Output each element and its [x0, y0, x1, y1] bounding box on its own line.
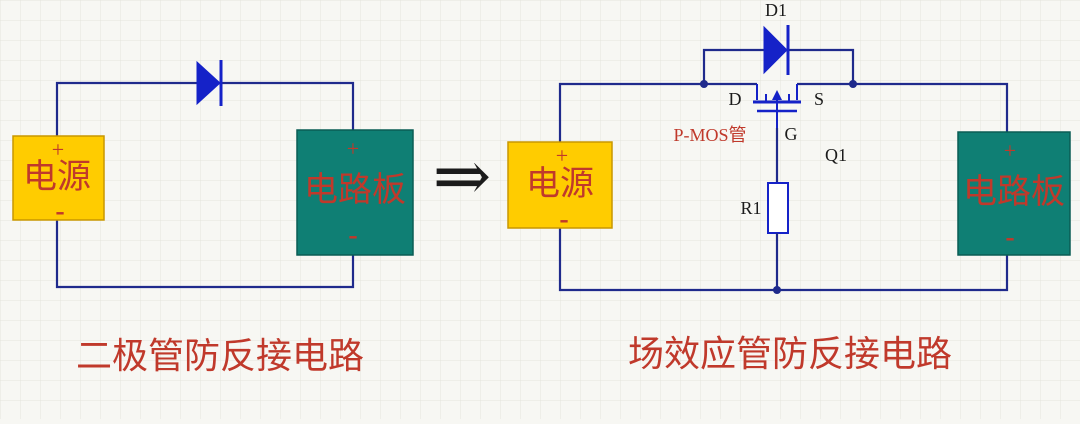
mosfet-designator: Q1: [825, 145, 847, 165]
left-board-plus: +: [347, 136, 359, 161]
left-bottom-wire: [55, 220, 355, 289]
right-power-box: [507, 141, 613, 229]
d1-triangle: [763, 25, 788, 75]
right-circuit: D1 D S G P-MOS管 Q1 R1 + 电源: [507, 0, 1071, 374]
right-board-box: [957, 131, 1071, 256]
mosfet-s-label: S: [814, 89, 824, 109]
transform-arrow: ⇒: [433, 139, 492, 216]
right-junction-right: [849, 80, 857, 88]
right-caption: 场效应管防反接电路: [628, 334, 952, 374]
left-power-label: 电源: [23, 158, 91, 196]
left-circuit-board: + 电路板 -: [296, 129, 414, 256]
left-board-label: 电路板: [304, 171, 406, 209]
right-bottom-wire: [558, 228, 1009, 292]
right-left-wire: [558, 82, 757, 142]
right-board-label: 电路板: [963, 173, 1065, 211]
mosfet-type-label: P-MOS管: [673, 125, 746, 145]
mosfet-body-arrow: [772, 90, 782, 100]
right-power-label: 电源: [526, 165, 594, 203]
right-power-plus: +: [556, 143, 568, 168]
right-right-wire: [797, 82, 1009, 132]
left-circuit: + 电源 - + 电路板 - 二极管防反接电路: [12, 60, 414, 376]
left-caption: 二极管防反接电路: [76, 336, 364, 376]
right-circuit-board: + 电路板 -: [957, 131, 1071, 256]
d1-label: D1: [765, 0, 787, 20]
right-diode-d1: D1: [763, 0, 790, 75]
left-power-plus: +: [52, 137, 64, 162]
resistor-junction: [773, 286, 781, 294]
left-power-minus: -: [55, 196, 64, 227]
left-diode: [196, 60, 223, 106]
right-power-minus: -: [559, 204, 568, 235]
mosfet-d-label: D: [729, 89, 742, 109]
left-board-minus: -: [348, 220, 357, 251]
right-junction-left: [700, 80, 708, 88]
mosfet-g-label: G: [785, 124, 798, 144]
right-board-minus: -: [1005, 222, 1014, 253]
left-board-box: [296, 129, 414, 256]
left-power-box: [12, 135, 105, 221]
right-board-plus: +: [1004, 138, 1016, 163]
mosfet-q1: D S G P-MOS管 Q1: [673, 84, 847, 165]
right-power-source: + 电源 -: [507, 141, 613, 235]
left-diode-triangle: [196, 60, 221, 106]
resistor-r1: [767, 182, 789, 234]
resistor-label: R1: [740, 198, 761, 218]
left-power-source: + 电源 -: [12, 135, 105, 227]
